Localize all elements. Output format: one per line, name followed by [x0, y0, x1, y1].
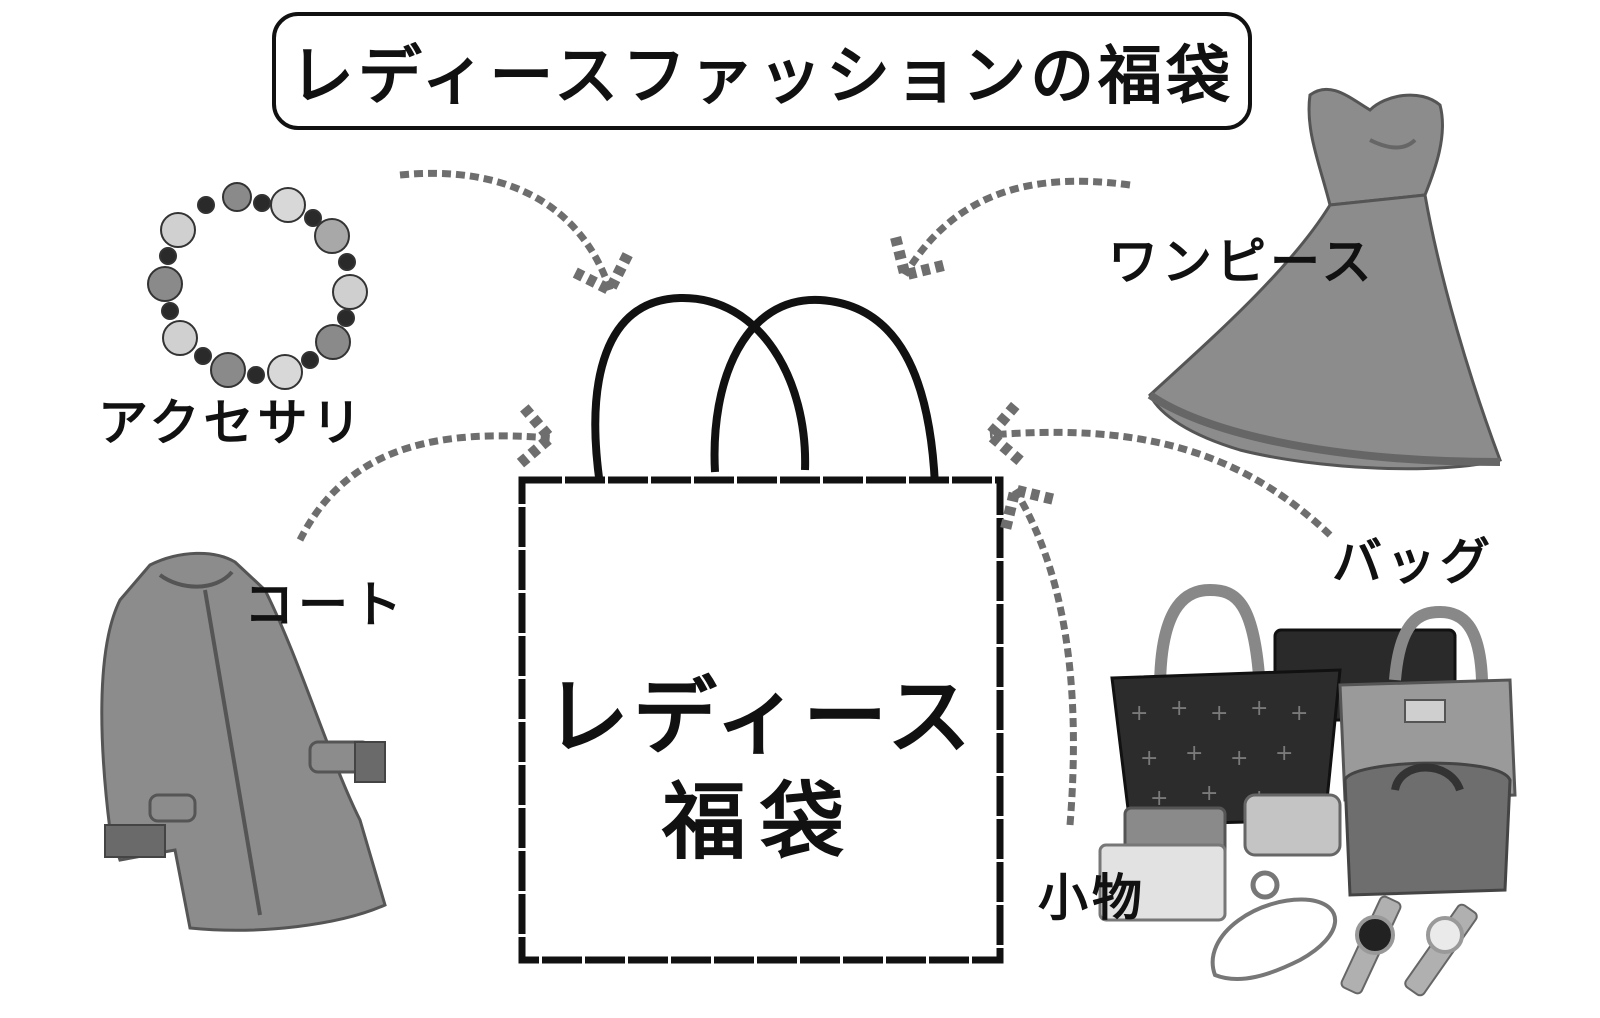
svg-text:+: +	[1250, 696, 1268, 721]
arrows	[296, 169, 1333, 826]
label-coat: コート	[244, 576, 406, 634]
arrow-dress	[905, 177, 1131, 275]
lucky-bag	[518, 293, 1004, 964]
svg-text:+: +	[1150, 786, 1168, 811]
title-box: レディースファッションの福袋	[272, 12, 1252, 130]
svg-text:+: +	[1140, 746, 1158, 771]
bracelet-image	[147, 182, 368, 390]
bag-label-line1: レディース	[545, 668, 975, 766]
bag-body	[518, 476, 1004, 964]
label-accessory: アクセサリ	[98, 394, 366, 452]
svg-text:+: +	[1230, 746, 1248, 771]
bags-image: +++++ ++++ +++	[1098, 583, 1517, 997]
bag-handle-left	[591, 293, 810, 486]
label-small-goods: 小物	[1038, 869, 1146, 927]
bag-handle-right	[710, 295, 939, 486]
svg-text:+: +	[1130, 701, 1148, 726]
label-bag: バッグ	[1332, 533, 1494, 591]
coat-image	[100, 551, 387, 932]
svg-text:+: +	[1210, 701, 1228, 726]
svg-text:+: +	[1200, 781, 1218, 806]
svg-text:+: +	[1170, 696, 1188, 721]
svg-text:+: +	[1185, 741, 1203, 766]
page-title: レディースファッションの福袋	[289, 40, 1235, 114]
label-dress: ワンピース	[1108, 233, 1376, 291]
svg-text:+: +	[1275, 741, 1293, 766]
arrow-coat	[296, 436, 550, 542]
arrow-accessory	[399, 169, 610, 290]
bag-label-line2: 福袋	[661, 773, 858, 871]
arrow-small-goods	[1015, 490, 1077, 826]
arrow-bag	[990, 432, 1333, 538]
svg-text:+: +	[1290, 701, 1308, 726]
dress-image	[1147, 87, 1502, 471]
